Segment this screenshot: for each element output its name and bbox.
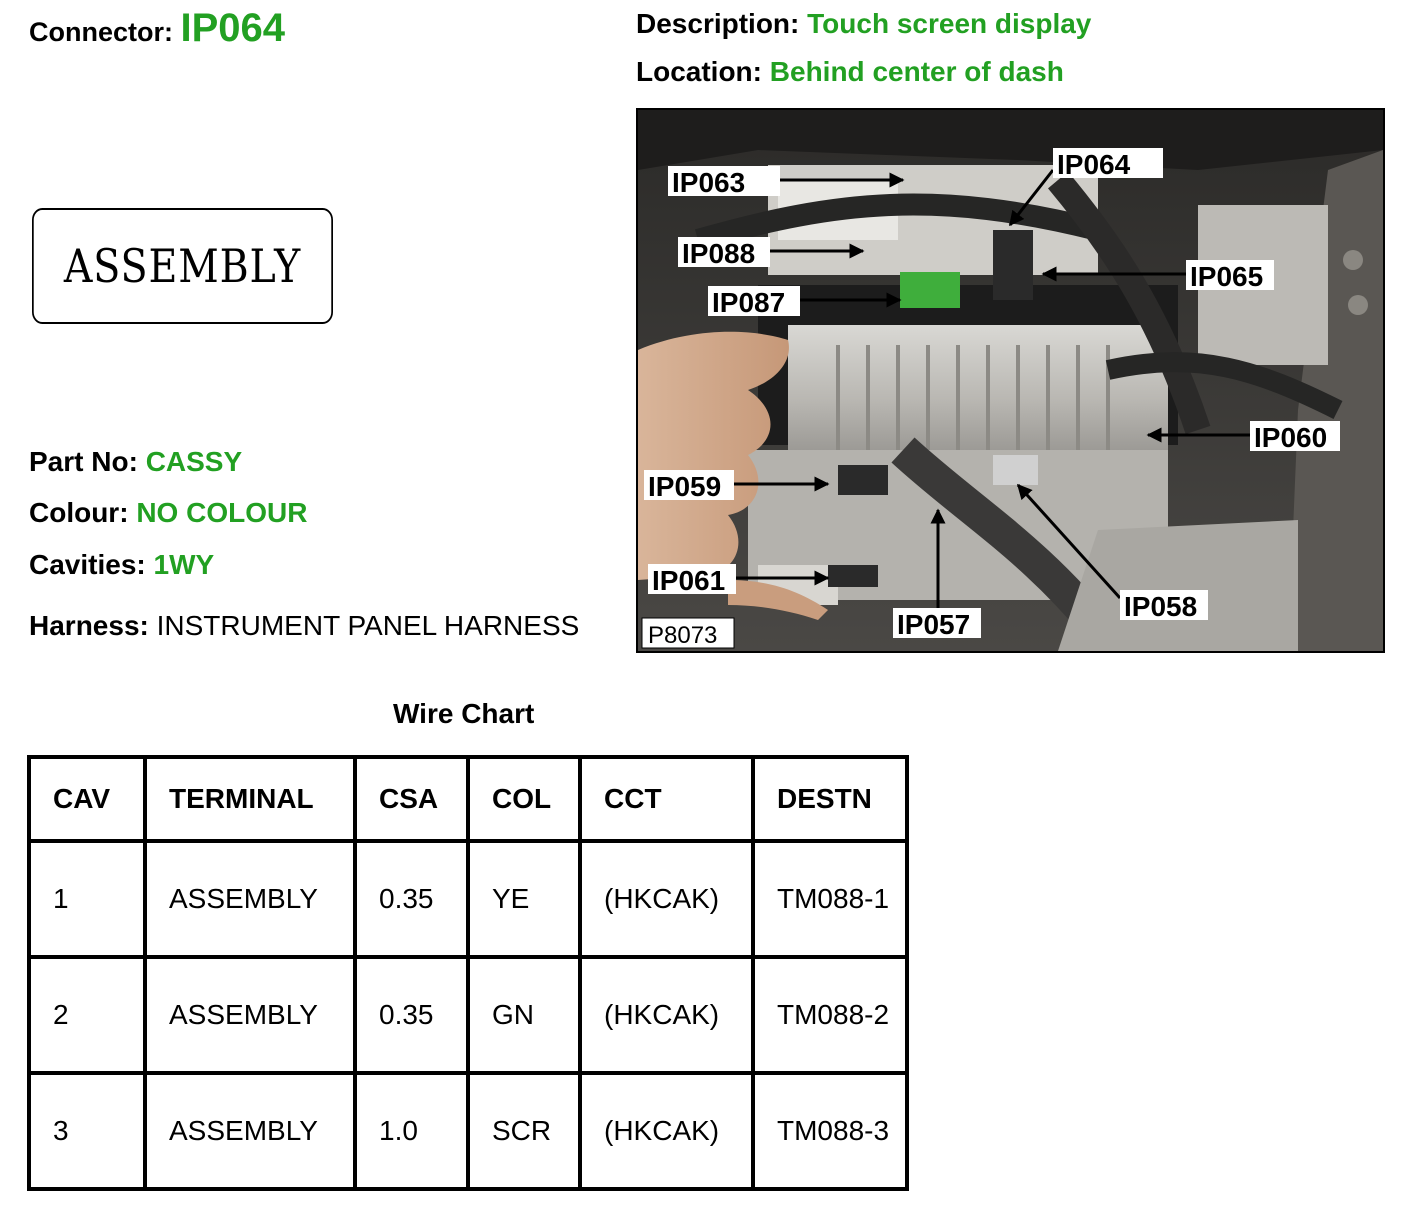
- wire-chart-title: Wire Chart: [393, 698, 535, 729]
- table-row: 1 ASSEMBLY 0.35 YE (HKCAK) TM088-1: [27, 839, 909, 959]
- table-row: 3 ASSEMBLY 1.0 SCR (HKCAK) TM088-3: [27, 1071, 909, 1191]
- callout-ip065: IP065: [1190, 261, 1263, 292]
- colour-field: Colour: NO COLOUR: [29, 497, 307, 529]
- harness-label: Harness:: [29, 610, 149, 641]
- cell-col: GN: [466, 955, 582, 1075]
- header-destn: DESTN: [751, 755, 909, 843]
- description-label: Description:: [636, 8, 800, 39]
- colour-label: Colour:: [29, 497, 129, 528]
- callout-ip059: IP059: [648, 471, 721, 502]
- description-value: Touch screen display: [807, 8, 1092, 39]
- location-label: Location:: [636, 56, 762, 87]
- location-photo-drawing: IP063 IP064 IP088 IP065 IP087 IP060 IP05…: [638, 110, 1383, 651]
- cell-terminal: ASSEMBLY: [143, 955, 357, 1075]
- cell-terminal: ASSEMBLY: [143, 839, 357, 959]
- callout-ip063: IP063: [672, 167, 745, 198]
- cell-csa: 0.35: [353, 839, 470, 959]
- header-cav: CAV: [27, 755, 147, 843]
- cell-cct: (HKCAK): [578, 1071, 755, 1191]
- cell-cav: 3: [27, 1071, 147, 1191]
- cell-destn: TM088-2: [751, 955, 909, 1075]
- connector-label: Connector:: [29, 17, 173, 47]
- cavities-field: Cavities: 1WY: [29, 549, 214, 581]
- wire-chart-table: CAV TERMINAL CSA COL CCT DESTN 1 ASSEMBL…: [27, 755, 909, 1191]
- connector-field: Connector: IP064: [29, 6, 285, 51]
- cell-destn: TM088-1: [751, 839, 909, 959]
- callout-ip087: IP087: [712, 287, 785, 318]
- harness-field: Harness: INSTRUMENT PANEL HARNESS: [29, 610, 579, 642]
- description-field: Description: Touch screen display: [636, 8, 1091, 40]
- location-photo: IP063 IP064 IP088 IP065 IP087 IP060 IP05…: [636, 108, 1385, 653]
- cell-col: SCR: [466, 1071, 582, 1191]
- location-field: Location: Behind center of dash: [636, 56, 1064, 88]
- cell-col: YE: [466, 839, 582, 959]
- connector-value: IP064: [180, 6, 286, 50]
- callout-ip061: IP061: [652, 565, 725, 596]
- callout-ip060: IP060: [1254, 422, 1327, 453]
- cell-cct: (HKCAK): [578, 839, 755, 959]
- header-csa: CSA: [353, 755, 470, 843]
- part-no-value: CASSY: [145, 446, 243, 477]
- cell-terminal: ASSEMBLY: [143, 1071, 357, 1191]
- part-no-field: Part No: CASSY: [29, 446, 242, 478]
- header-col: COL: [466, 755, 582, 843]
- assembly-symbol-box: ASSEMBLY: [32, 208, 333, 324]
- part-no-label: Part No:: [29, 446, 138, 477]
- cell-cct: (HKCAK): [578, 955, 755, 1075]
- cavities-label: Cavities:: [29, 549, 146, 580]
- cell-csa: 1.0: [353, 1071, 470, 1191]
- header-cct: CCT: [578, 755, 755, 843]
- callout-ip057: IP057: [897, 609, 970, 640]
- callout-ip088: IP088: [682, 238, 755, 269]
- photo-figure-id: P8073: [648, 622, 717, 649]
- cell-destn: TM088-3: [751, 1071, 909, 1191]
- callout-ip064: IP064: [1057, 149, 1131, 180]
- cavities-value: 1WY: [153, 549, 215, 580]
- colour-value: NO COLOUR: [136, 497, 308, 528]
- harness-value: INSTRUMENT PANEL HARNESS: [156, 610, 580, 641]
- cell-csa: 0.35: [353, 955, 470, 1075]
- header-terminal: TERMINAL: [143, 755, 357, 843]
- table-header-row: CAV TERMINAL CSA COL CCT DESTN: [27, 755, 909, 843]
- table-row: 2 ASSEMBLY 0.35 GN (HKCAK) TM088-2: [27, 955, 909, 1075]
- location-value: Behind center of dash: [769, 56, 1064, 87]
- callout-ip058: IP058: [1124, 591, 1197, 622]
- cell-cav: 2: [27, 955, 147, 1075]
- cell-cav: 1: [27, 839, 147, 959]
